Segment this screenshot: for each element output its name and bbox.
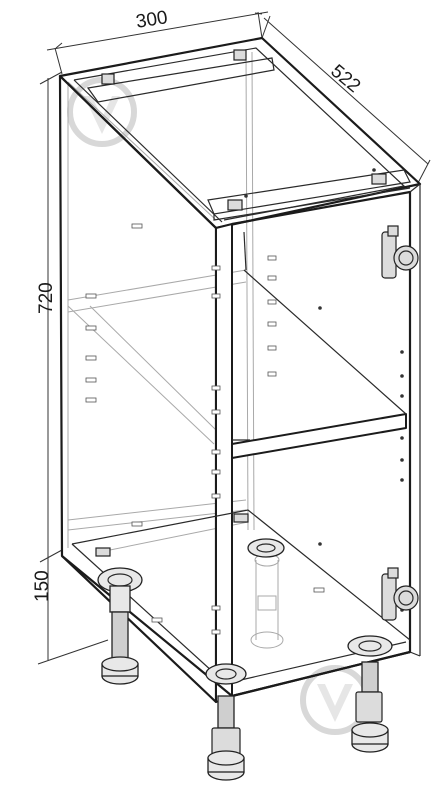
hinge-bottom-icon [381, 567, 419, 621]
width-dimension: 300 [46, 7, 269, 75]
drill-holes [85, 56, 404, 635]
leg-front-left-icon [205, 663, 247, 781]
leg-front-right-icon [347, 635, 393, 753]
top-connectors [95, 49, 387, 557]
cabinet-body [58, 36, 422, 704]
leg-height-dimension: 150 [32, 556, 109, 665]
depth-dimension: 522 [261, 15, 431, 184]
hinge-top-icon [381, 225, 419, 279]
leg-height-label: 150 [32, 570, 53, 602]
height-label: 720 [36, 282, 57, 314]
width-label: 300 [135, 7, 170, 33]
height-dimension: 720 [36, 71, 63, 563]
leg-back-right-icon [247, 538, 285, 558]
leg-back-left-icon [97, 567, 143, 685]
depth-label: 522 [326, 61, 364, 97]
